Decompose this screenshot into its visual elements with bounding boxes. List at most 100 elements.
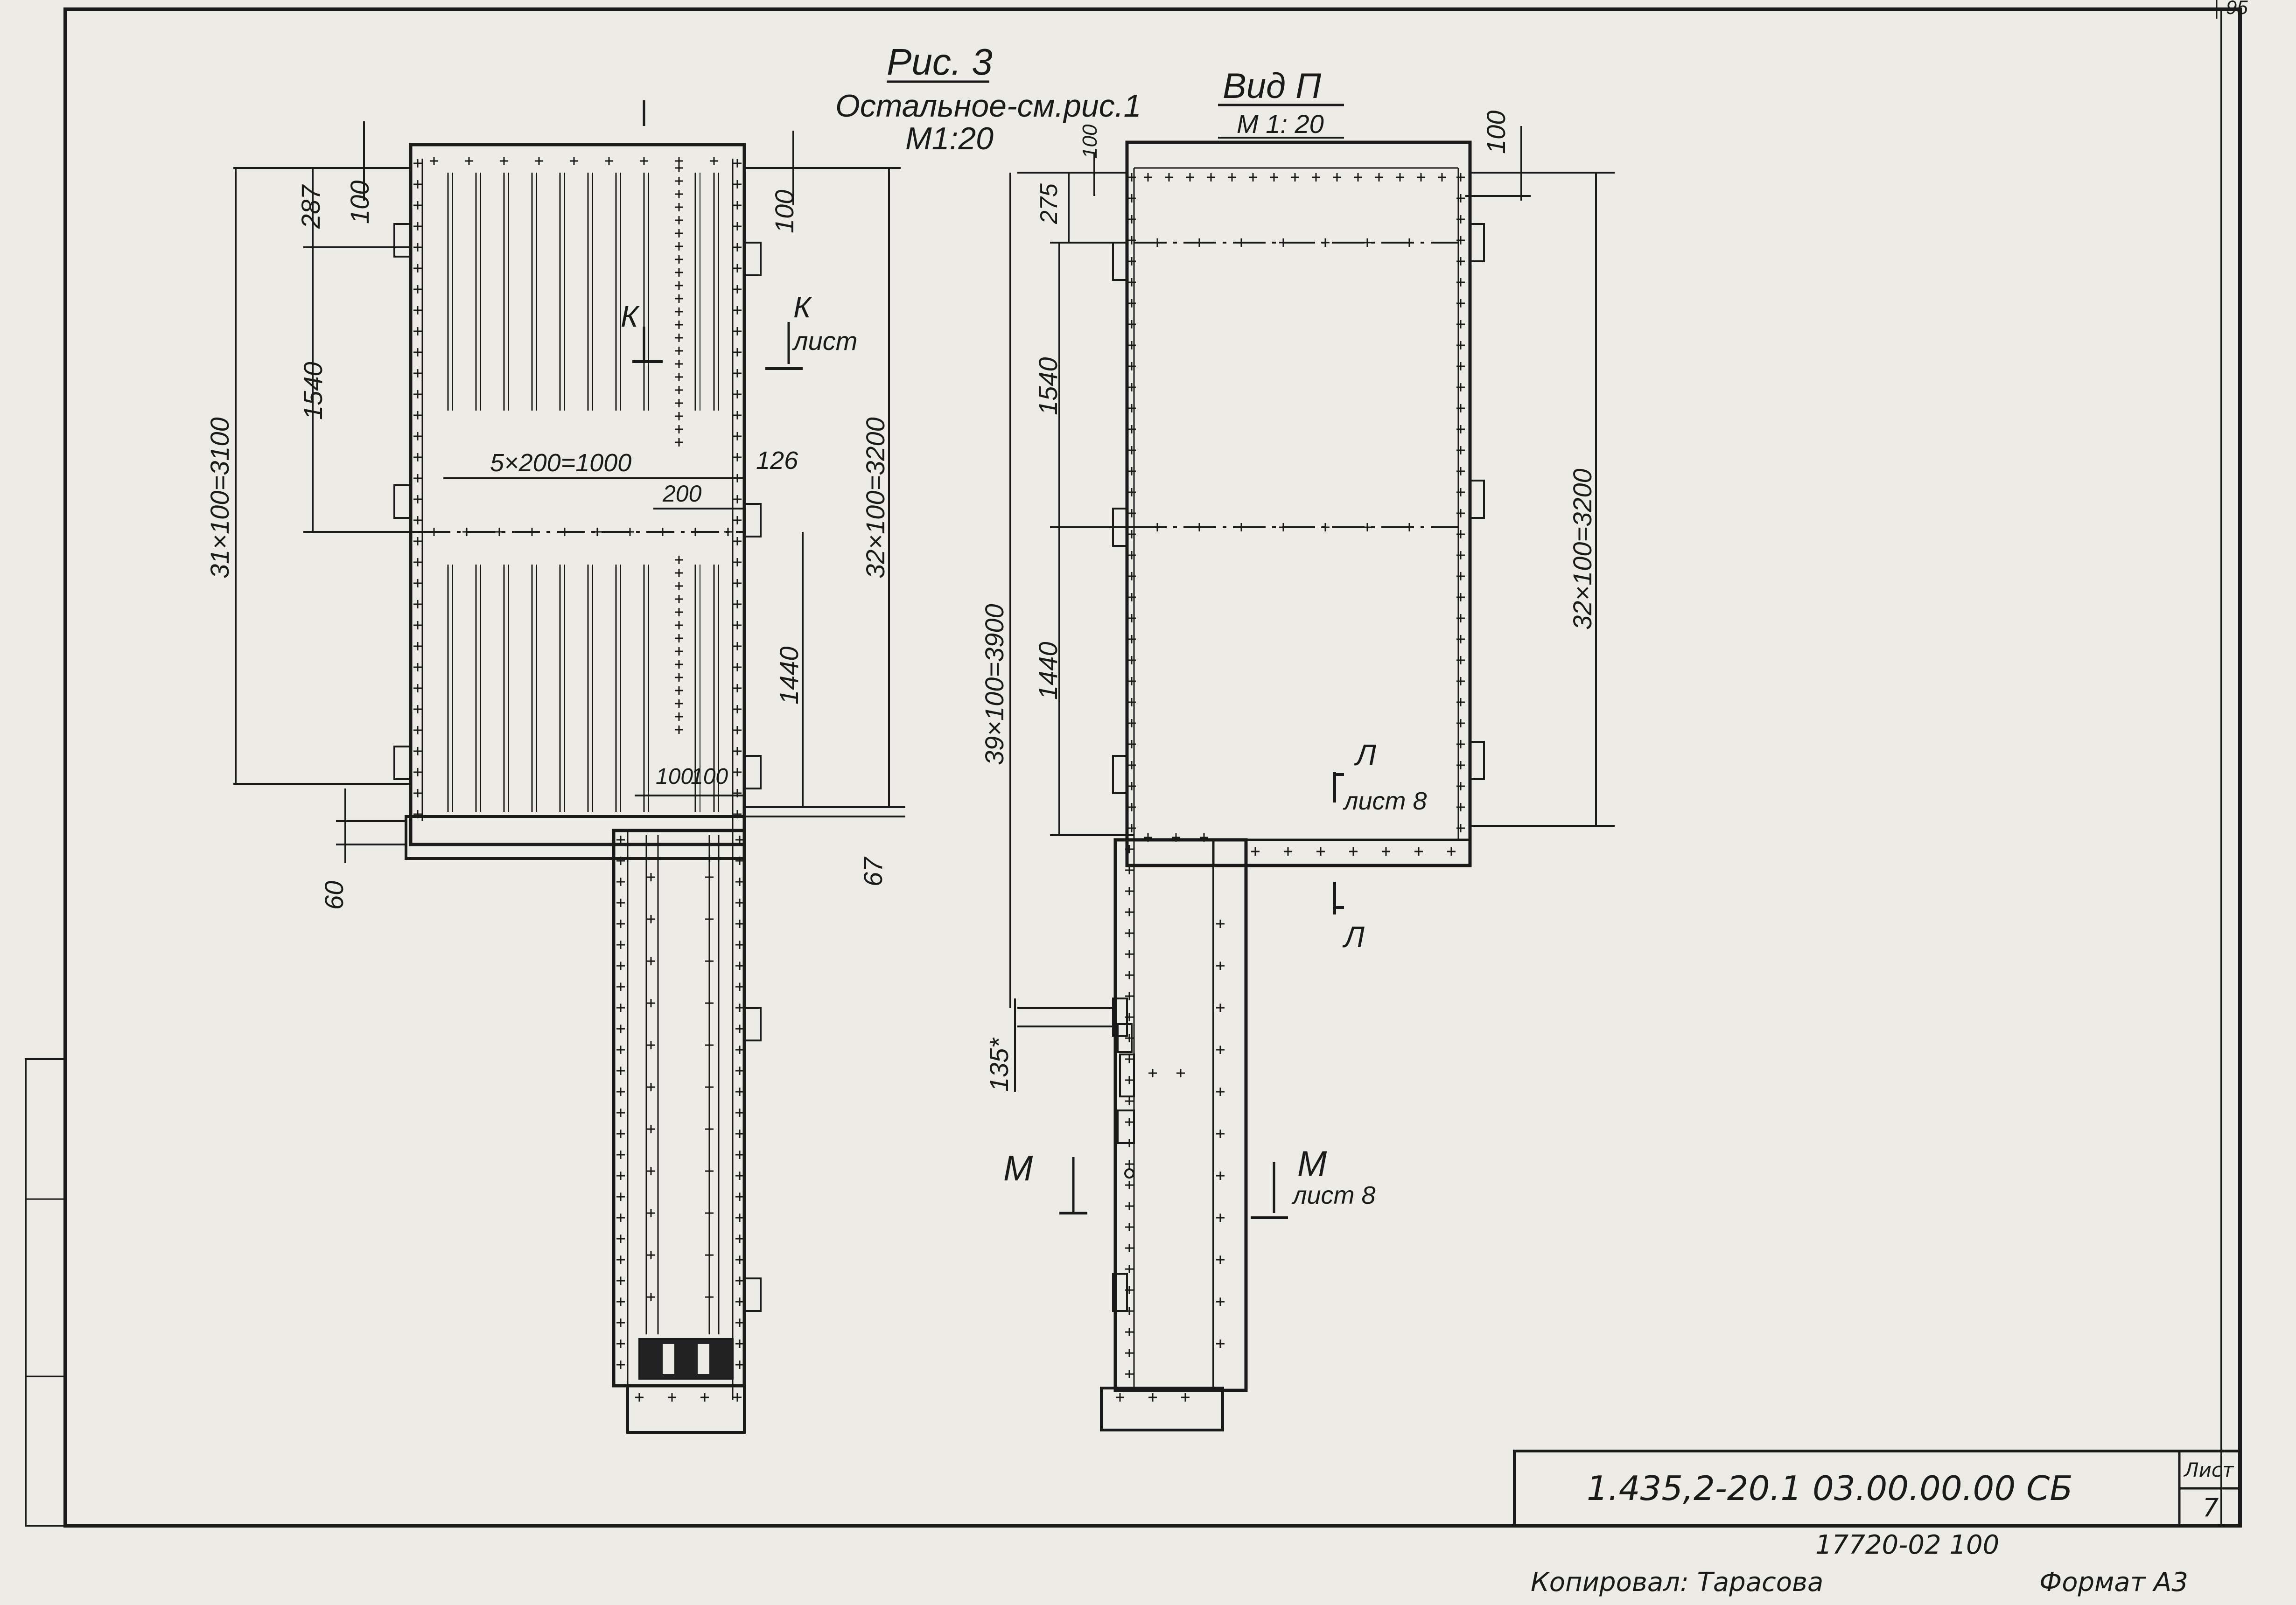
bolt-mark <box>1125 866 1134 874</box>
bolt-mark <box>675 399 683 407</box>
archive-number: 17720-02 100 <box>1815 1530 1999 1560</box>
bolt-mark <box>735 1340 744 1348</box>
bolt-mark <box>1456 362 1465 370</box>
bolt-mark <box>735 1004 744 1012</box>
bolt-mark <box>735 1172 744 1180</box>
bolt-mark <box>705 873 714 881</box>
bolt-mark <box>675 203 683 211</box>
bolt-mark <box>413 684 422 692</box>
bolt-mark <box>675 634 683 642</box>
bolt-mark <box>705 1083 714 1091</box>
bolt-mark <box>675 595 683 603</box>
bolt-mark <box>675 321 683 329</box>
bolt-mark <box>1456 425 1465 433</box>
bolt-mark <box>1456 656 1465 664</box>
dim-200: 200 <box>662 481 702 507</box>
fig3-scale: М1:20 <box>905 121 994 156</box>
bolt-mark <box>675 216 683 224</box>
title-block: 1.435,2-20.1 03.00.00.00 СБ Лист 7 17720… <box>1513 1450 2241 1598</box>
dim-32x100-right: 32×100=3200 <box>1568 468 1597 630</box>
bolt-mark <box>710 157 718 165</box>
bolt-mark <box>733 495 742 503</box>
bolt-mark <box>675 229 683 237</box>
bolt-mark <box>1127 656 1136 664</box>
bolt-mark <box>413 264 422 272</box>
fig3-ribs <box>447 173 720 1334</box>
bolt-mark <box>616 1130 625 1138</box>
bolt-mark <box>430 528 438 536</box>
bolt-mark <box>616 1340 625 1348</box>
bolt-mark <box>413 243 422 251</box>
bolt-mark <box>1125 1286 1134 1294</box>
bolt-mark <box>675 347 683 355</box>
bolt-mark <box>1125 1265 1134 1273</box>
bolt-mark <box>593 528 602 536</box>
bolt-mark <box>1125 1223 1134 1231</box>
bolt-mark <box>1127 803 1136 811</box>
dim-275: 275 <box>1036 183 1063 224</box>
bolt-mark <box>616 1172 625 1180</box>
bolt-mark <box>735 836 744 844</box>
dim-1540-left: 1540 <box>298 362 328 420</box>
bolt-mark <box>735 1277 744 1285</box>
bolt-mark <box>413 642 422 650</box>
bolt-mark <box>735 1214 744 1222</box>
bolt-mark <box>733 369 742 377</box>
bolt-mark <box>735 1319 744 1327</box>
fig3-note: Остальное-см.рис.1 <box>835 88 1141 124</box>
bolt-mark <box>647 1293 655 1301</box>
bolt-mark <box>733 705 742 713</box>
bolt-mark <box>413 621 422 629</box>
bolt-mark <box>535 157 543 165</box>
bolt-mark <box>735 857 744 865</box>
bolt-mark <box>1456 614 1465 622</box>
bolt-mark <box>675 164 683 172</box>
bolt-mark <box>1181 1393 1190 1402</box>
bolt-mark <box>1148 1393 1157 1402</box>
bolt-mark <box>1127 677 1136 685</box>
bolt-mark <box>413 558 422 566</box>
bolt-mark <box>733 453 742 461</box>
bolt-mark <box>1125 1244 1134 1252</box>
bolt-mark <box>1405 238 1414 247</box>
bolt-mark <box>735 1235 744 1243</box>
bolt-mark <box>1144 173 1152 181</box>
bolt-mark <box>1456 446 1465 454</box>
dim-31x100: 31×100=3100 <box>205 417 234 579</box>
bolt-mark <box>700 1393 709 1402</box>
bolt-mark <box>1125 992 1134 1000</box>
bolt-mark <box>647 873 655 881</box>
bolt-mark <box>1127 383 1136 391</box>
bolt-mark <box>1127 698 1136 706</box>
bolt-mark <box>413 495 422 503</box>
bolt-mark <box>733 1393 742 1402</box>
section-l-top: Л <box>1354 738 1376 772</box>
bolt-mark <box>413 789 422 797</box>
bolt-mark <box>1127 719 1136 727</box>
bolt-mark <box>675 647 683 656</box>
section-m-right: М <box>1297 1144 1327 1184</box>
bolt-mark <box>1127 551 1136 559</box>
bolt-mark <box>616 1004 625 1012</box>
bolt-mark <box>413 348 422 356</box>
bolt-mark <box>1456 257 1465 265</box>
bolt-mark <box>1228 173 1236 181</box>
bolt-mark <box>640 157 648 165</box>
bolt-mark <box>1456 635 1465 643</box>
bolt-mark <box>733 348 742 356</box>
bolt-mark <box>675 726 683 734</box>
dim-39x100: 39×100=3900 <box>980 604 1009 765</box>
dim-1440-right: 1440 <box>1033 642 1063 700</box>
bolt-mark <box>647 915 655 923</box>
bolt-mark <box>1321 238 1330 247</box>
bolt-mark <box>675 268 683 277</box>
bolt-mark <box>675 281 683 290</box>
bolt-mark <box>1216 1046 1225 1054</box>
bolt-mark <box>616 857 625 865</box>
bolt-mark <box>735 899 744 907</box>
fig3-outline <box>393 143 762 1434</box>
bolt-mark <box>1127 761 1136 769</box>
bolt-mark <box>675 242 683 251</box>
view-p-dimension-lines <box>1009 126 1615 1219</box>
bolt-mark <box>1237 523 1246 531</box>
